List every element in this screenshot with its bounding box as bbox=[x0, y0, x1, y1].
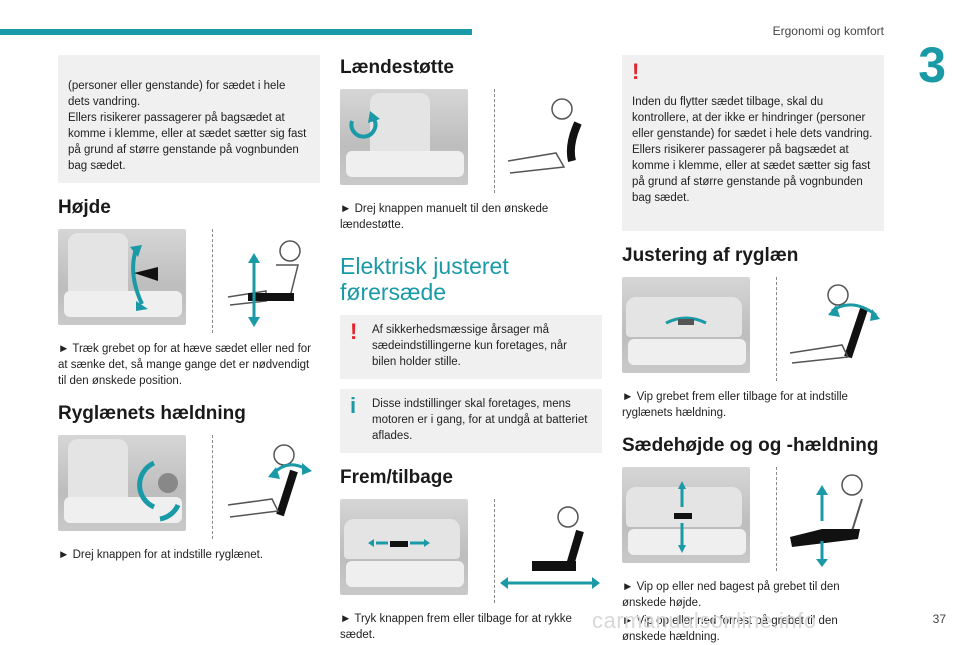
section-title: Ergonomi og komfort bbox=[772, 24, 884, 38]
info-icon: i bbox=[350, 393, 357, 418]
warning-box-continued: (personer eller genstande) for sædet i h… bbox=[58, 55, 320, 183]
figure-divider bbox=[494, 499, 495, 603]
recline-instruction: ► Drej knappen for at indstille ryglænet… bbox=[58, 549, 264, 561]
page-number: 37 bbox=[932, 612, 946, 626]
seat-photo bbox=[58, 435, 186, 531]
forward-back-instruction: ► Tryk knappen frem eller tilbage for at… bbox=[340, 613, 572, 641]
seat-photo bbox=[340, 89, 468, 185]
figure-divider bbox=[212, 435, 213, 539]
heading-height: Højde bbox=[58, 197, 111, 218]
column-2: Lændestøtte ► Drej knappen manuelt til d… bbox=[340, 55, 602, 643]
column-1: (personer eller genstande) for sædet i h… bbox=[58, 55, 320, 563]
seat-photo bbox=[622, 277, 750, 373]
backrest-angle-diagram-icon bbox=[227, 444, 312, 518]
figure-recline bbox=[58, 435, 320, 539]
figure-divider bbox=[212, 229, 213, 333]
heading-backrest: Justering af ryglæn bbox=[622, 245, 799, 266]
lever-arrow-icon bbox=[130, 245, 158, 311]
column-3: ! Inden du flytter sædet tilbage, skal d… bbox=[622, 55, 884, 645]
seat-height-tilt-diagram-icon bbox=[790, 474, 863, 567]
warning-continued-text: (personer eller genstande) for sædet i h… bbox=[68, 80, 307, 172]
backrest-tilt-diagram-icon bbox=[789, 284, 880, 364]
seat-slide-diagram-icon bbox=[500, 506, 600, 589]
figure-forward-back bbox=[340, 499, 602, 603]
seat-height-diagram-icon bbox=[227, 240, 301, 327]
heading-lumbar: Lændestøtte bbox=[340, 57, 454, 78]
lumbar-instruction: ► Drej knappen manuelt til den ønskede l… bbox=[340, 203, 549, 231]
chapter-number: 3 bbox=[918, 37, 946, 93]
knob-rotate-icon bbox=[137, 460, 181, 522]
lumbar-diagram-icon bbox=[507, 98, 582, 174]
height-instruction: ► Træk grebet op for at hæve sædet eller… bbox=[58, 343, 312, 387]
warning-text: Af sikkerhedsmæssige årsager må sædeinds… bbox=[372, 324, 567, 368]
header-accent-bar bbox=[0, 29, 472, 35]
figure-divider bbox=[776, 467, 777, 571]
figure-divider bbox=[776, 277, 777, 381]
seat-photo bbox=[622, 467, 750, 563]
figure-divider bbox=[494, 89, 495, 193]
figure-lumbar bbox=[340, 89, 602, 193]
warning-icon: ! bbox=[350, 319, 358, 344]
warning-box: ! Af sikkerhedsmæssige årsager må sædein… bbox=[340, 315, 602, 379]
heading-seat-height-tilt: Sædehøjde og og -hældning bbox=[622, 435, 879, 456]
seat-photo bbox=[58, 229, 186, 325]
figure-seat-height-tilt bbox=[622, 467, 884, 571]
backrest-instruction: ► Vip grebet frem eller tilbage for at i… bbox=[622, 391, 848, 419]
info-box: i Disse indstillinger skal foretages, me… bbox=[340, 389, 602, 453]
lever-tilt-icon bbox=[665, 316, 707, 325]
vertical-switch-icon bbox=[674, 481, 692, 553]
heading-recline: Ryglænets hældning bbox=[58, 403, 246, 424]
info-text: Disse indstillinger skal foretages, mens… bbox=[372, 398, 588, 442]
watermark: carmanualsonline.info bbox=[592, 608, 817, 633]
warning-text: Inden du flytter sædet tilbage, skal du … bbox=[632, 96, 873, 204]
heading-electric-seat: Elektrisk justeret førersæde bbox=[340, 253, 509, 305]
warning-box: ! Inden du flytter sædet tilbage, skal d… bbox=[622, 55, 884, 231]
seat-photo bbox=[340, 499, 468, 595]
figure-backrest bbox=[622, 277, 884, 381]
seat-height-instruction-1: ► Vip op eller ned bagest på grebet til … bbox=[622, 581, 840, 609]
switch-arrow-icon bbox=[368, 539, 430, 547]
figure-height bbox=[58, 229, 320, 333]
lumbar-knob-icon bbox=[349, 111, 380, 139]
warning-icon: ! bbox=[632, 59, 640, 84]
heading-forward-back: Frem/tilbage bbox=[340, 467, 453, 488]
